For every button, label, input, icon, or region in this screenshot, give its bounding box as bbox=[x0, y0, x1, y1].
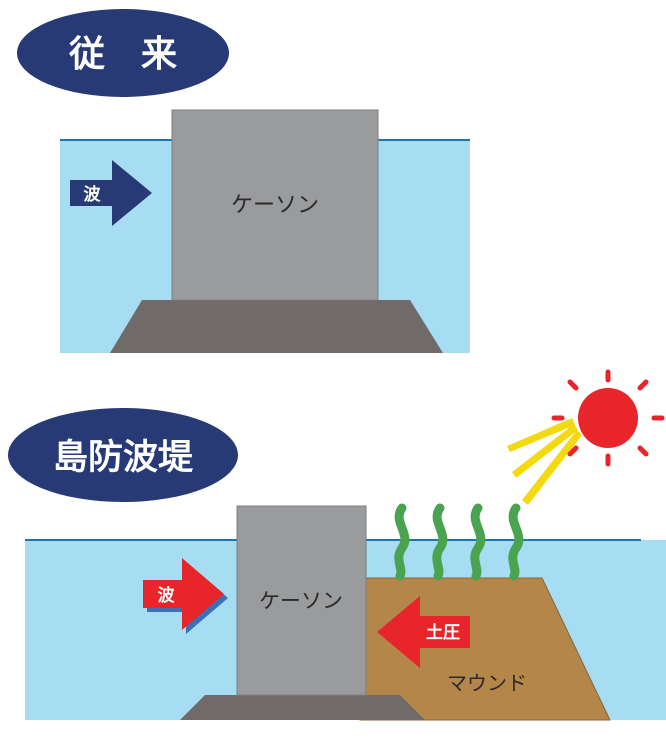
earth-pressure-arrow bbox=[377, 596, 470, 668]
badge-island-breakwater-label: 島防波堤 bbox=[53, 438, 194, 478]
wave-label-bottom: 波 bbox=[158, 585, 176, 606]
island-breakwater-panel: マウンド ケーソン 波 土圧 bbox=[8, 369, 666, 721]
caisson-top bbox=[171, 109, 379, 301]
sun-icon bbox=[551, 369, 665, 467]
wave-label-top: 波 bbox=[84, 184, 102, 205]
wave-arrow-top bbox=[70, 160, 152, 226]
wave-arrow-bottom bbox=[143, 558, 224, 630]
caisson-label-top: ケーソン bbox=[231, 193, 319, 218]
badge-conventional-label: 従 来 bbox=[68, 34, 177, 75]
badge-conventional bbox=[17, 9, 229, 97]
mound-label: マウンド bbox=[447, 671, 527, 695]
badge-island-breakwater bbox=[8, 408, 238, 502]
conventional-panel: ケーソン 波 従 来 bbox=[17, 9, 470, 353]
rubble-base-bottom bbox=[180, 695, 425, 720]
caisson-bottom bbox=[236, 505, 367, 696]
sunbeam-icon bbox=[507, 418, 582, 505]
steam-icon bbox=[394, 503, 524, 581]
caisson-label-bottom: ケーソン bbox=[259, 589, 343, 613]
earth-pressure-label: 土圧 bbox=[426, 622, 460, 643]
rubble-base-top bbox=[110, 300, 443, 353]
